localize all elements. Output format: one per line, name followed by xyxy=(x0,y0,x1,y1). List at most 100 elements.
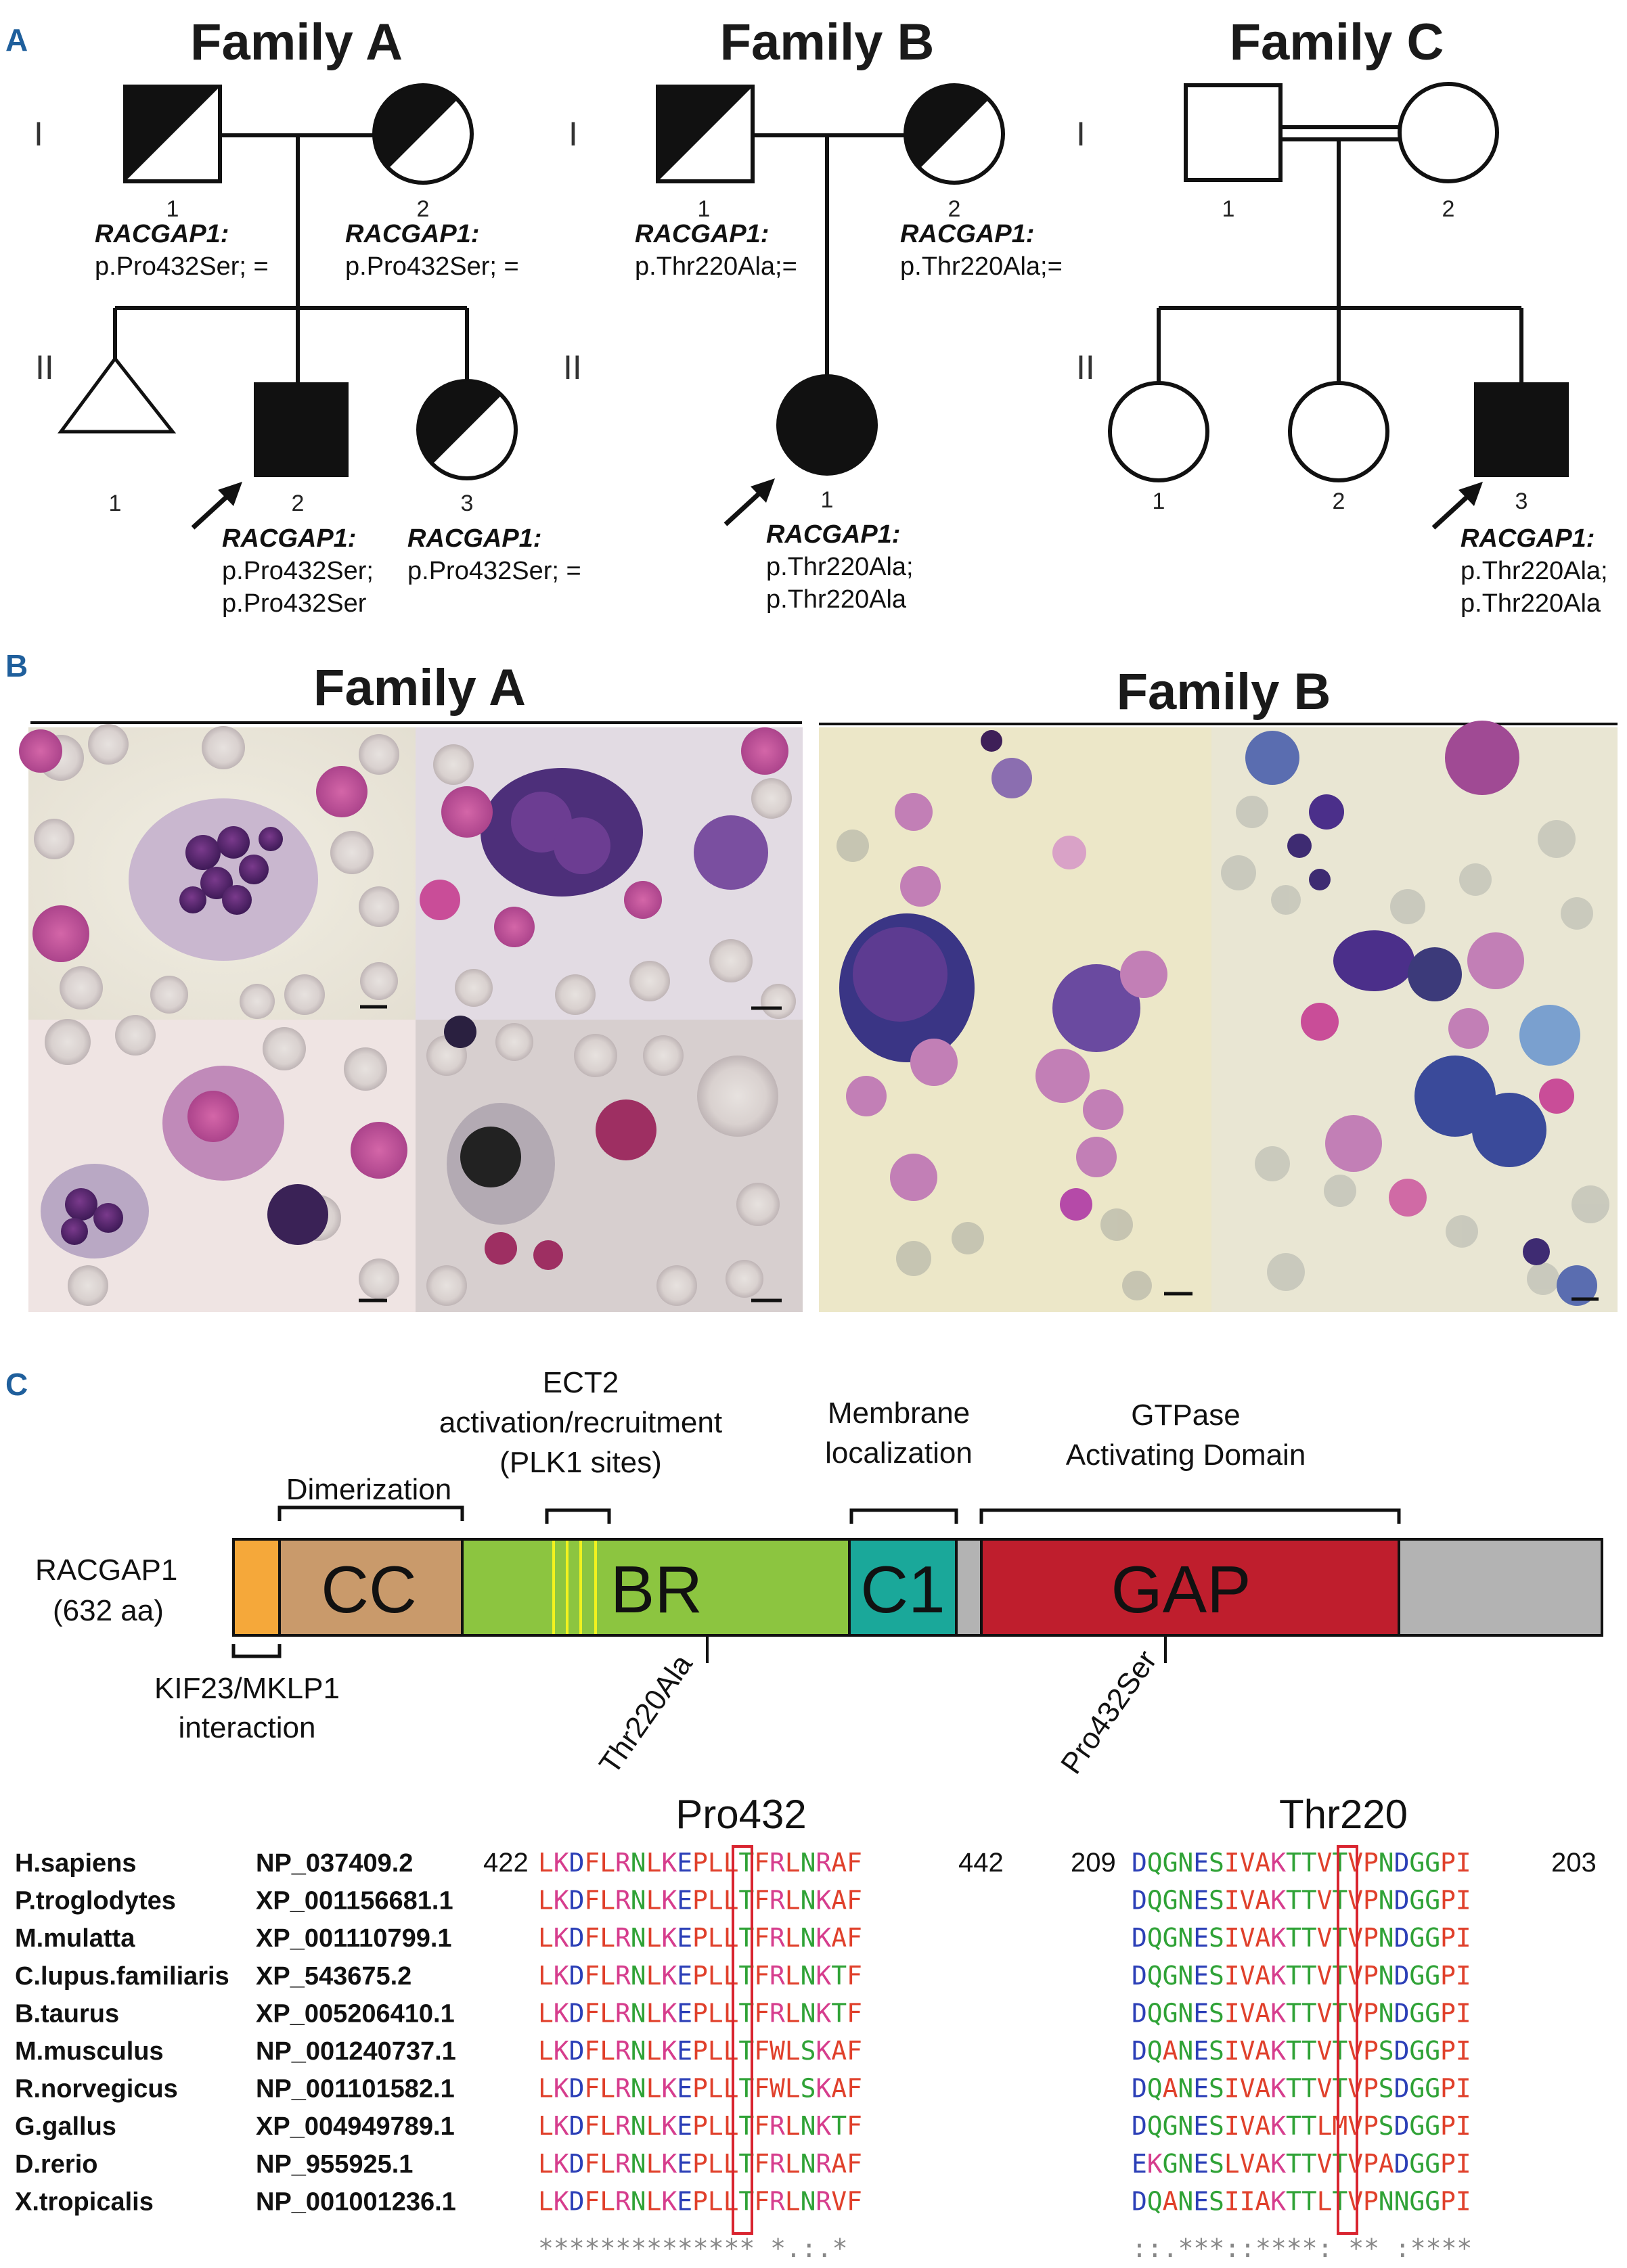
famC-II3-variant-2: p.Thr220Ala xyxy=(1461,589,1601,618)
dimerization-label: Dimerization xyxy=(286,1473,452,1506)
famA-II1-triangle xyxy=(58,355,177,434)
thr220-sequence: DQGNESIVAKTTVTVPNDGGPI xyxy=(1132,1886,1471,1915)
pro-start-pos: 422 xyxy=(483,1848,529,1878)
famA-id-II1: 1 xyxy=(109,491,122,516)
panel-label-c: C xyxy=(5,1367,28,1402)
famB-I2-variant: p.Thr220Ala;= xyxy=(900,252,1063,281)
kif23-label-line2: interaction xyxy=(178,1711,315,1744)
pro432-sequence: LKDFLRNLKEPLLTFWLSKAF xyxy=(538,2036,862,2066)
thr220-sequence: DQANESIVAKTTVTVPSDGGPI xyxy=(1132,2036,1471,2066)
alignment-title-pro432: Pro432 xyxy=(675,1792,806,1837)
family-a-title: Family A xyxy=(190,14,403,71)
famC-II3-affected-male xyxy=(1474,382,1569,477)
species-name: D.rerio xyxy=(15,2150,97,2179)
pedigree-family-a xyxy=(113,133,469,382)
thr220-sequence: DQGNESIVAKTTVTVPNDGGPI xyxy=(1132,1923,1471,1953)
species-name: G.gallus xyxy=(15,2112,116,2141)
famA-id-II2: 2 xyxy=(292,491,305,516)
family-b-title: Family B xyxy=(720,14,935,71)
ect2-label-line1: ECT2 xyxy=(543,1366,619,1399)
pro432-highlight-box xyxy=(732,1845,753,2235)
famC-id-II2: 2 xyxy=(1333,489,1345,514)
famC-id-II3: 3 xyxy=(1515,489,1528,514)
panel-label-a: A xyxy=(5,22,28,58)
micrograph-family-a xyxy=(19,724,803,1312)
accession-number: XP_001156681.1 xyxy=(256,1887,453,1915)
panel-label-b: B xyxy=(5,648,28,683)
pro432-sequence: LKDFLRNLKEPLLTFRLNKAF xyxy=(538,1923,862,1953)
accession-number: NP_001101582.1 xyxy=(256,2075,455,2104)
famA-I2-variant: p.Pro432Ser; = xyxy=(345,252,519,281)
conservation-pro: ************** *.:.* xyxy=(538,2233,848,2263)
ect2-label-line2: activation/recruitment xyxy=(439,1406,722,1439)
species-name: R.norvegicus xyxy=(15,2075,178,2104)
famB-I1-variant: p.Thr220Ala;= xyxy=(635,252,797,281)
famB-II1-affected-female xyxy=(776,374,878,476)
alignment-title-thr220: Thr220 xyxy=(1279,1792,1408,1837)
pro432-sequence: LKDFLRNLKEPLLTFRLNRVF xyxy=(538,2186,862,2216)
pro432-sequence: LKDFLRNLKEPLLTFWLSKAF xyxy=(538,2074,862,2104)
famA-II2-variant-2: p.Pro432Ser xyxy=(222,589,367,618)
protein-domain-bar xyxy=(232,1538,1603,1637)
micrograph-family-b-title: Family B xyxy=(1117,663,1331,721)
gen-i-label: I xyxy=(1076,115,1086,153)
pro432-sequence: LKDFLRNLKEPLLTFRLNKTF xyxy=(538,1998,862,2028)
gen-i-label: I xyxy=(34,115,43,153)
famC-II3-gene: RACGAP1: xyxy=(1461,524,1595,553)
famB-I1-gene: RACGAP1: xyxy=(635,220,769,248)
famC-id-I2: 2 xyxy=(1442,196,1455,222)
pro432-sequence: LKDFLRNLKEPLLTFRLNRAF xyxy=(538,2149,862,2179)
accession-number: XP_001110799.1 xyxy=(256,1924,452,1953)
protein-length: (632 aa) xyxy=(53,1594,164,1627)
proband-arrow-icon xyxy=(723,478,775,526)
famB-I2-carrier-female xyxy=(904,83,1005,185)
famB-II1-variant-1: p.Thr220Ala; xyxy=(766,553,914,581)
famA-I1-gene: RACGAP1: xyxy=(95,220,229,248)
species-name: M.musculus xyxy=(15,2037,164,2066)
famC-II3-variant-1: p.Thr220Ala; xyxy=(1461,557,1608,585)
pro432-sequence: LKDFLRNLKEPLLTFRLNKTF xyxy=(538,2111,862,2141)
accession-number: XP_004949789.1 xyxy=(256,2112,455,2141)
thr220-sequence: EKGNESLVAKTTVTVPADGGPI xyxy=(1132,2149,1471,2179)
famA-II3-carrier-female xyxy=(416,379,518,480)
famB-I1-carrier-male xyxy=(656,85,755,183)
family-c-title: Family C xyxy=(1230,14,1444,71)
domain-c1: C1 xyxy=(860,1552,945,1627)
accession-number: NP_001001236.1 xyxy=(256,2187,456,2216)
domain-cc: CC xyxy=(321,1552,417,1627)
species-name: C.lupus.familiaris xyxy=(15,1962,229,1991)
famB-I2-gene: RACGAP1: xyxy=(900,220,1034,248)
micrograph-family-a-title: Family A xyxy=(313,659,526,717)
famC-id-II1: 1 xyxy=(1153,489,1165,514)
famA-id-I1: 1 xyxy=(166,196,179,222)
thr220-sequence: DQGNESIVAKTTVTVPNDGGPI xyxy=(1132,1848,1471,1878)
famC-II2-unaffected-female xyxy=(1288,381,1389,482)
thr220-sequence: DQGNESIVAKTTVTVPNDGGPI xyxy=(1132,1961,1471,1991)
conservation-thr: ::.***::****: ** :**** xyxy=(1132,2233,1472,2263)
domain-brackets xyxy=(231,1505,1401,1658)
kif23-label-line1: KIF23/MKLP1 xyxy=(154,1672,340,1705)
membrane-label-line1: Membrane xyxy=(828,1397,970,1430)
famA-id-I2: 2 xyxy=(417,196,430,222)
accession-number: XP_543675.2 xyxy=(256,1962,411,1991)
accession-number: XP_005206410.1 xyxy=(256,1999,455,2028)
famB-id-I1: 1 xyxy=(698,196,711,222)
thr220-sequence: DQANESIVAKTTVTVPSDGGPI xyxy=(1132,2074,1471,2104)
famA-I2-gene: RACGAP1: xyxy=(345,220,479,248)
famB-II1-variant-2: p.Thr220Ala xyxy=(766,585,907,614)
thr220-highlight-box xyxy=(1337,1845,1358,2235)
pedigree-family-b xyxy=(751,133,907,376)
famA-I2-carrier-female xyxy=(372,83,474,185)
accession-number: NP_955925.1 xyxy=(256,2150,413,2179)
famA-II3-gene: RACGAP1: xyxy=(407,524,541,553)
famC-id-I1: 1 xyxy=(1222,196,1235,222)
famC-I2-unaffected-female xyxy=(1398,82,1499,183)
pedigree-family-c xyxy=(1157,125,1523,382)
famA-id-II3: 3 xyxy=(461,491,474,516)
pro-end-pos: 442 xyxy=(958,1848,1004,1878)
membrane-label-line2: localization xyxy=(825,1436,973,1470)
pro432-sequence: LKDFLRNLKEPLLTFRLNKTF xyxy=(538,1961,862,1991)
accession-number: NP_001240737.1 xyxy=(256,2037,456,2066)
